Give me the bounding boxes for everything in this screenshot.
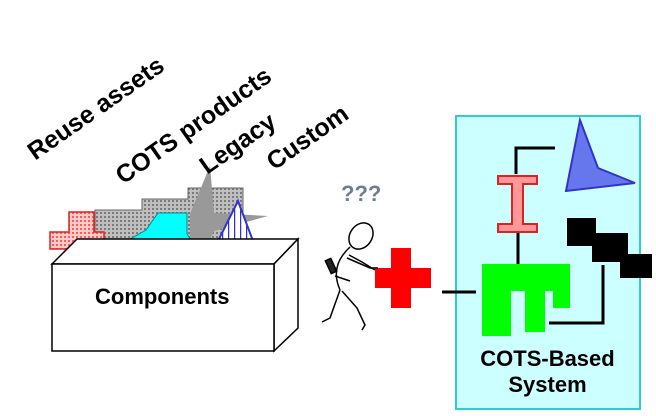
- label-system-line2: System: [508, 372, 587, 397]
- legacy-arrow-piece: [190, 166, 268, 249]
- system-panel: [455, 115, 641, 410]
- i-beam-component: [497, 175, 538, 233]
- component-box: [50, 237, 300, 353]
- red-plus-component: [375, 248, 431, 308]
- label-cots-based-system: COTS-Based System: [455, 346, 640, 398]
- label-system-line1: COTS-Based: [480, 346, 615, 371]
- green-core-component: [482, 264, 570, 336]
- label-question-marks: ???: [341, 181, 382, 206]
- stick-figure: [321, 222, 378, 331]
- black-staircase-component: [567, 218, 652, 278]
- system-connectors: [442, 146, 605, 325]
- label-components: Components: [95, 284, 230, 309]
- blue-triangle-component: [564, 116, 636, 193]
